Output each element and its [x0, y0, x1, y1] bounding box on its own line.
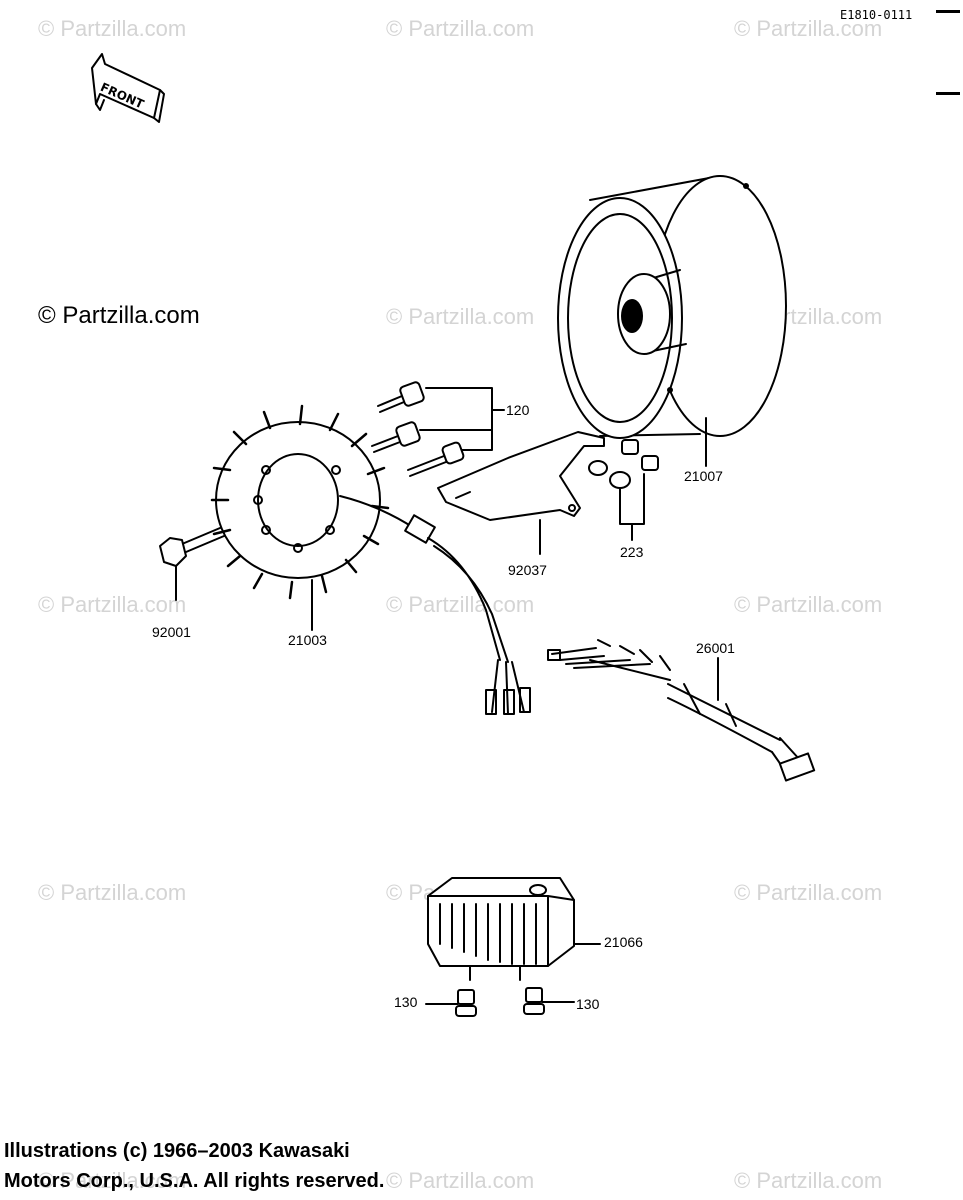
watermark: © Partzilla.com	[386, 304, 535, 329]
stator-screws	[371, 381, 505, 477]
part-ref-21003[interactable]: 21003	[288, 632, 327, 648]
bracket-bolts	[588, 439, 659, 541]
part-ref-26001[interactable]: 26001	[696, 640, 735, 656]
part-ref-92037[interactable]: 92037	[508, 562, 547, 578]
wiring-harness	[547, 639, 816, 782]
part-ref-130-left[interactable]: 130	[394, 994, 418, 1010]
footer-line-2: Motors Corp., U.S.A. All rights reserved…	[4, 1170, 385, 1192]
watermark: © Partzilla.com	[734, 16, 883, 41]
watermark: © Partzilla.com	[386, 16, 535, 41]
regulator-bolts	[425, 987, 575, 1017]
footer-line-1: Illustrations (c) 1966–2003 Kawasaki	[4, 1140, 350, 1162]
part-ref-21007[interactable]: 21007	[684, 468, 723, 484]
part-ref-223[interactable]: 223	[620, 544, 644, 560]
part-ref-21066[interactable]: 21066	[604, 934, 643, 950]
watermark: © Partzilla.com	[38, 1168, 187, 1193]
copyright-notice: © Partzilla.com	[38, 302, 200, 329]
bracket	[437, 431, 605, 555]
watermark: © Partzilla.com	[734, 592, 883, 617]
diagram-code: E1810-0111	[840, 8, 913, 22]
watermark: © Partzilla.com	[38, 16, 187, 41]
flywheel	[557, 175, 787, 439]
watermark: © Partzilla.com	[386, 1168, 535, 1193]
stator	[210, 404, 531, 715]
margin-mark	[936, 92, 960, 95]
watermark: © Partzilla.com	[734, 1168, 883, 1193]
watermark: © Partzilla.com	[734, 880, 883, 905]
regulator	[427, 877, 601, 981]
part-ref-92001[interactable]: 92001	[152, 624, 191, 640]
watermark: © Partzilla.com	[38, 880, 187, 905]
footer-credit: Illustrations (c) 1966–2003 Kawasaki Mot…	[4, 1136, 384, 1196]
watermark: © Partzilla.com	[38, 592, 187, 617]
part-ref-120[interactable]: 120	[506, 402, 530, 418]
part-ref-130-right[interactable]: 130	[576, 996, 600, 1012]
front-arrow-icon	[91, 53, 165, 123]
stator-bolt	[159, 527, 225, 601]
margin-mark	[936, 10, 960, 13]
watermark: © Partzilla.com	[386, 592, 535, 617]
